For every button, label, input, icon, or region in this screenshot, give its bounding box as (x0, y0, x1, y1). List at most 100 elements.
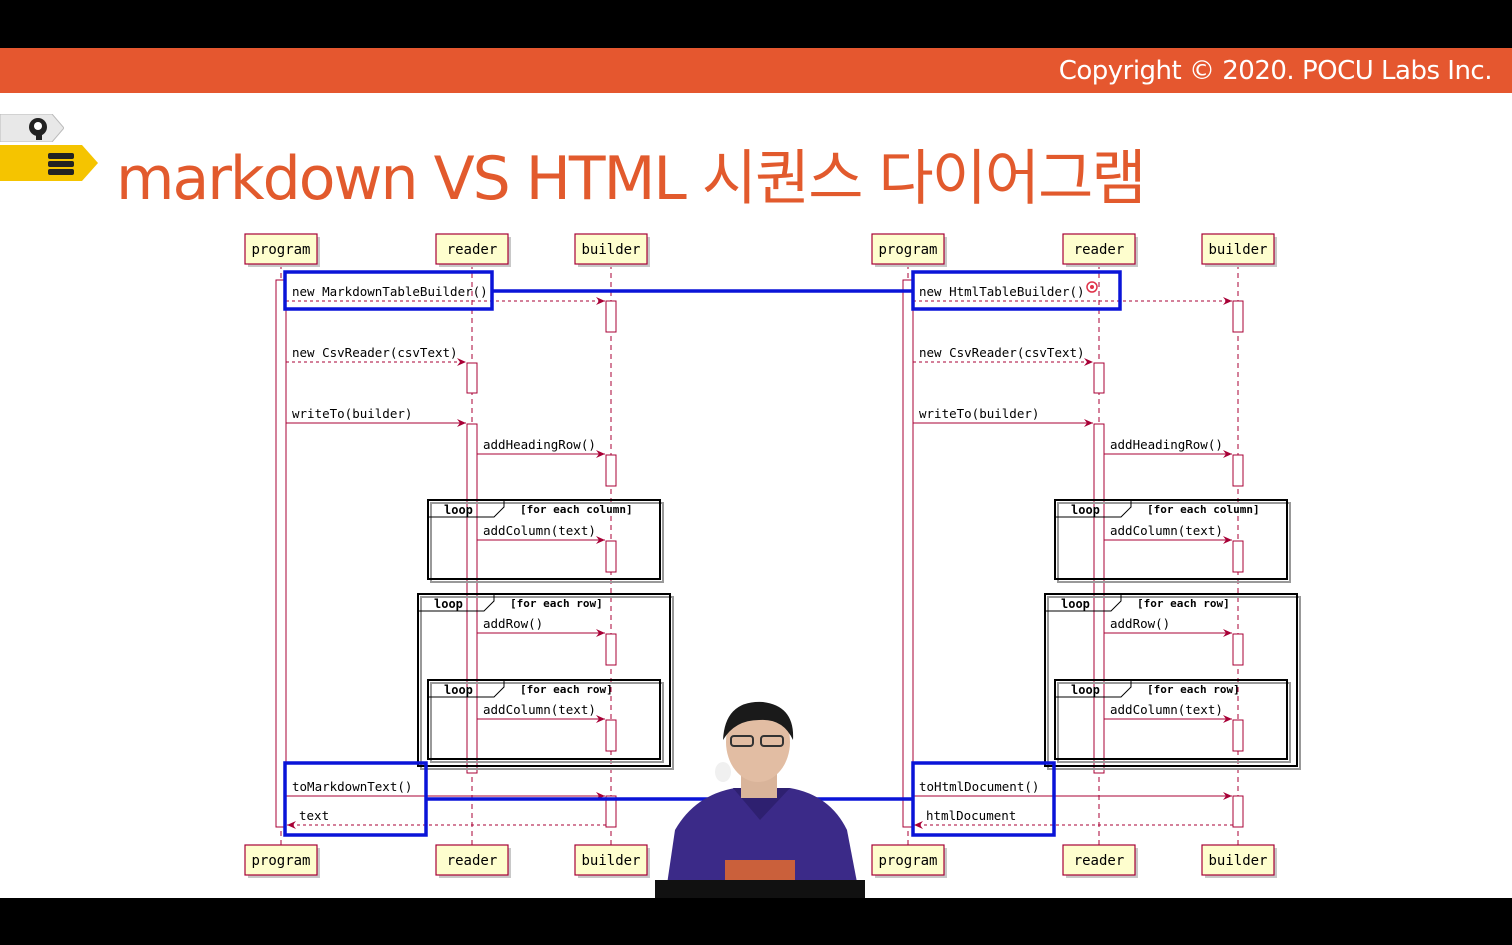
loop-condition: [for each row] (510, 597, 603, 610)
activation-bar (605, 454, 617, 487)
activation-bar (1232, 300, 1244, 333)
loop-condition: [for each row] (520, 683, 613, 696)
loop-frame (417, 593, 671, 767)
loop-tab (428, 680, 505, 698)
message-arrowhead (457, 358, 466, 366)
loop-shadow (430, 682, 664, 763)
loop-label: loop (1061, 597, 1090, 611)
message-arrowhead (287, 821, 296, 829)
participant-box (1062, 844, 1136, 876)
loop-tab (1045, 594, 1122, 612)
activation-bar (1093, 362, 1105, 394)
activation-bar (1232, 795, 1244, 828)
loop-condition: [for each column] (520, 503, 633, 516)
message-arrowhead (457, 419, 466, 427)
loop-label: loop (1071, 683, 1100, 697)
loop-condition: [for each column] (1147, 503, 1260, 516)
loop-condition: [for each row] (1137, 597, 1230, 610)
message-label: toHtmlDocument() (919, 779, 1039, 794)
message-arrowhead (596, 450, 605, 458)
participant-box (244, 233, 318, 265)
message-arrowhead (914, 821, 923, 829)
loop-condition: [for each row] (1147, 683, 1240, 696)
activation-bar (902, 279, 914, 828)
participant-box (574, 233, 648, 265)
participant-builder: builder (1208, 242, 1267, 258)
loop-frame (427, 499, 661, 580)
activation-bar (1232, 719, 1244, 752)
activation-bar (605, 300, 617, 333)
loop-frame (1044, 593, 1298, 767)
message-label: text (299, 808, 329, 823)
loop-shadow (1047, 596, 1301, 770)
message-label: new HtmlTableBuilder() (919, 284, 1085, 299)
loop-label: loop (434, 597, 463, 611)
message-label: addColumn(text) (483, 702, 596, 717)
highlight-box (911, 761, 1056, 837)
participant-reader: reader (447, 242, 498, 258)
participant-box (1201, 233, 1275, 265)
participant-box (1201, 844, 1275, 876)
participant-reader: reader (1074, 853, 1125, 869)
message-label: addColumn(text) (1110, 523, 1223, 538)
activation-bar (605, 633, 617, 666)
loop-shadow (1057, 502, 1291, 583)
message-arrowhead (596, 629, 605, 637)
message-arrowhead (1223, 450, 1232, 458)
participant-reader: reader (1074, 242, 1125, 258)
activation-bar (605, 719, 617, 752)
message-arrowhead (596, 297, 605, 305)
sequence-diagrams: program reader builder program reader builder… (244, 233, 1301, 878)
message-label: addRow() (483, 616, 543, 631)
participant-builder: builder (581, 242, 640, 258)
loop-tab (428, 500, 505, 518)
message-arrowhead (1223, 715, 1232, 723)
page-title: markdown VS HTML 시퀀스 다이어그램 (116, 144, 1147, 214)
activation-bar (1232, 454, 1244, 487)
participant-program: program (878, 853, 937, 869)
message-arrowhead (596, 536, 605, 544)
participant-box (871, 233, 945, 265)
message-label: new MarkdownTableBuilder() (292, 284, 488, 299)
participant-box (574, 844, 648, 876)
message-label: writeTo(builder) (919, 406, 1039, 421)
activation-bar (466, 362, 478, 394)
loop-shadow (420, 596, 674, 770)
brain-head-icon (0, 114, 64, 142)
message-label: addColumn(text) (1110, 702, 1223, 717)
participant-box (1062, 233, 1136, 265)
message-label: new CsvReader(csvText) (292, 345, 458, 360)
loop-frame (1054, 679, 1288, 760)
message-arrowhead (596, 715, 605, 723)
loop-tab (1055, 500, 1132, 518)
message-label: writeTo(builder) (292, 406, 412, 421)
bottom-letterbox (0, 898, 1512, 945)
slide: Copyright © 2020. POCU Labs Inc. markdow… (0, 48, 1512, 898)
message-arrowhead (1223, 792, 1232, 800)
message-label: new CsvReader(csvText) (919, 345, 1085, 360)
message-label: htmlDocument (926, 808, 1016, 823)
activation-bar (1232, 540, 1244, 573)
loop-tab (418, 594, 495, 612)
loop-frame (1054, 499, 1288, 580)
activation-bar (275, 279, 287, 828)
activation-bar (605, 795, 617, 828)
loop-tab (1055, 680, 1132, 698)
participant-box (244, 844, 318, 876)
participant-reader: reader (447, 853, 498, 869)
cursor-dot-center (1090, 285, 1094, 289)
participant-program: program (878, 242, 937, 258)
message-arrowhead (1223, 629, 1232, 637)
loop-label: loop (444, 503, 473, 517)
participant-box (435, 233, 509, 265)
activation-bar (466, 423, 478, 774)
activation-bar (605, 540, 617, 573)
header-bar: Copyright © 2020. POCU Labs Inc. (0, 48, 1512, 93)
participant-program: program (251, 853, 310, 869)
loop-shadow (430, 502, 664, 583)
message-label: toMarkdownText() (292, 779, 412, 794)
participant-box (435, 844, 509, 876)
activation-bar (1232, 633, 1244, 666)
message-arrowhead (1084, 358, 1093, 366)
participant-program: program (251, 242, 310, 258)
